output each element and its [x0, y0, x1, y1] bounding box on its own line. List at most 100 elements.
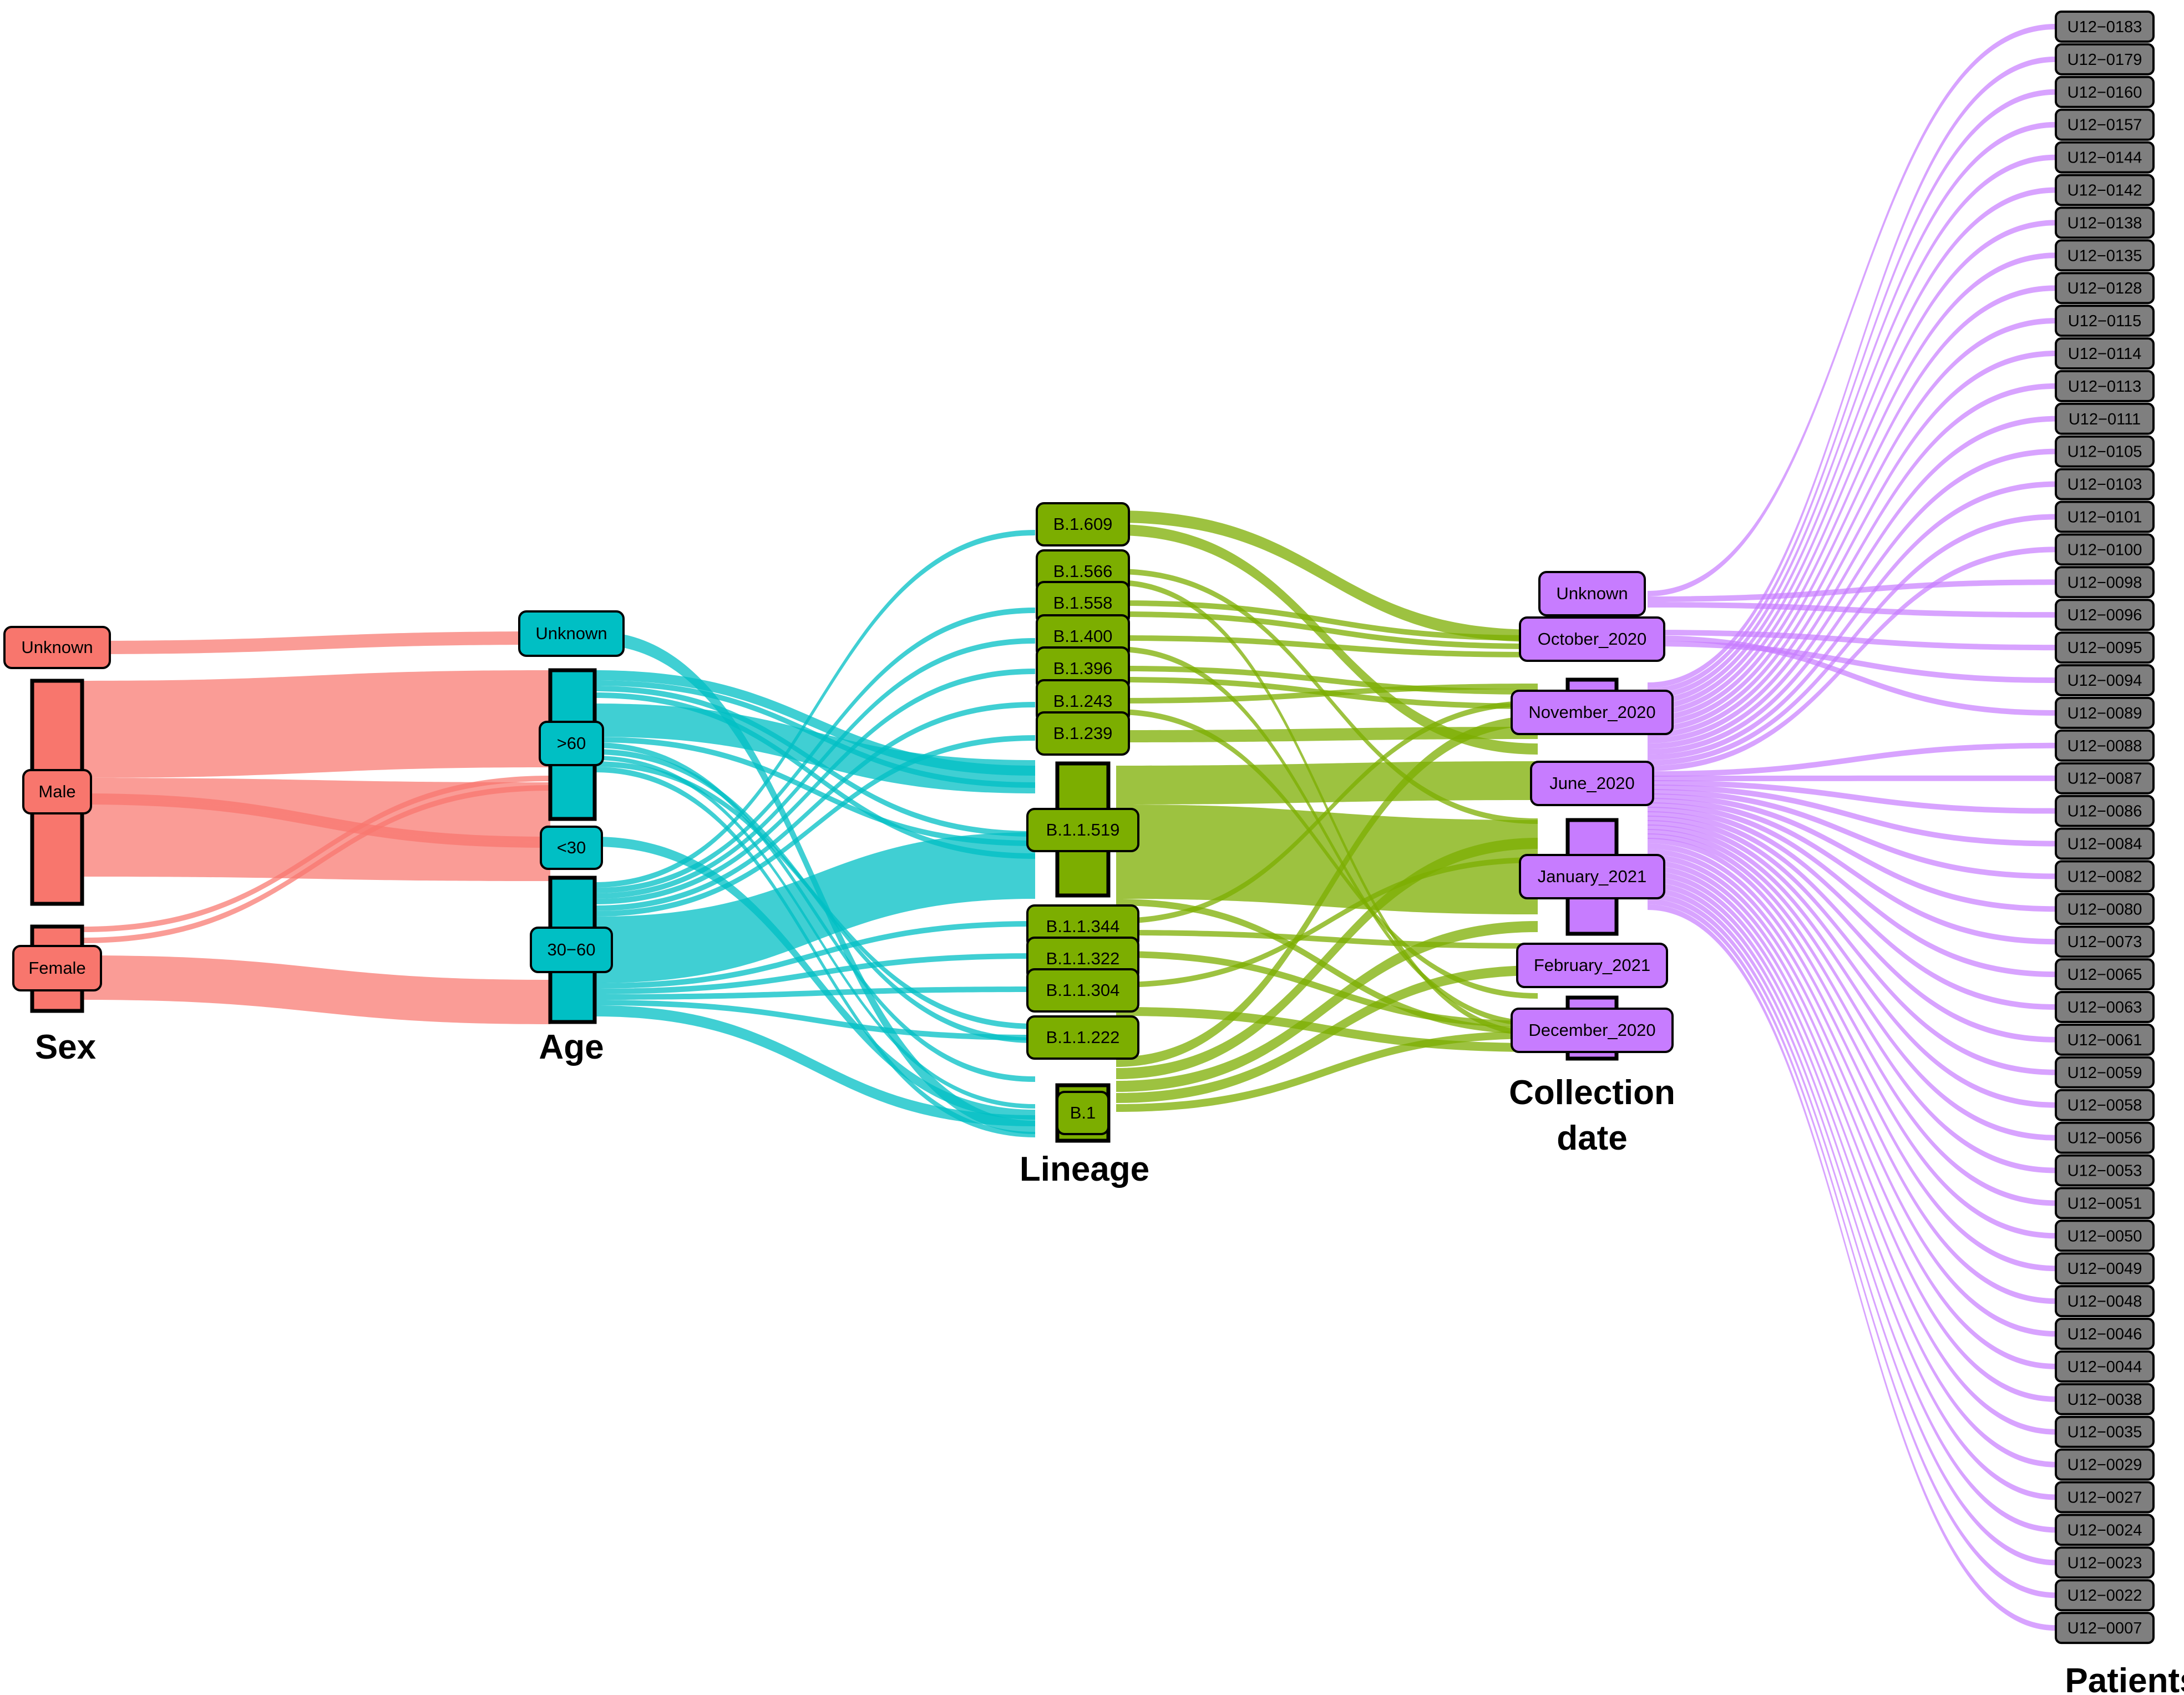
patient-11: U12−0113 [2055, 370, 2155, 402]
node-lineage-11-text: B.1.1.222 [1046, 1028, 1120, 1047]
flow-collection-patient-6 [1648, 56, 2056, 688]
patient-label: U12−0138 [2068, 214, 2142, 232]
patient-box [2055, 631, 2155, 664]
patient-29: U12−0065 [2055, 958, 2155, 991]
flow-lineage-collection-22 [1116, 838, 1538, 1079]
patient-4: U12−0144 [2055, 141, 2155, 174]
node-lineage-0-box [1036, 502, 1130, 547]
patient-28: U12−0073 [2055, 925, 2155, 958]
patient-label: U12−0098 [2068, 574, 2142, 591]
flow-collection-patient-29 [1648, 802, 2056, 978]
patient-box [2055, 500, 2155, 533]
patient-label: U12−0082 [2068, 868, 2142, 886]
flow-collection-patient-18 [1648, 448, 2056, 755]
flow-collection-patient-24 [1648, 780, 2056, 814]
patient-box [2055, 860, 2155, 893]
flow-collection-patient-19 [1648, 481, 2056, 760]
node-lineage-7-box [1026, 808, 1139, 852]
node-collection-2: November_2020 [1511, 690, 1674, 735]
patient-label: U12−0044 [2068, 1358, 2142, 1376]
flow-collection-patient-16 [1648, 383, 2056, 743]
node-age-30-60-label-text: 30−60 [547, 940, 595, 959]
node-sex-female-label-box [12, 945, 102, 991]
patient-22: U12−0088 [2055, 729, 2155, 762]
patient-1: U12−0179 [2055, 43, 2155, 75]
flow-lineage-collection-25 [1116, 1031, 1538, 1112]
node-lineage-0-text: B.1.609 [1053, 514, 1113, 534]
node-age-lt30: <30 [540, 826, 603, 870]
patient-label: U12−0088 [2068, 737, 2142, 755]
node-collection-3-text: June_2020 [1549, 773, 1634, 793]
patient-31: U12−0061 [2055, 1023, 2155, 1056]
patient-16: U12−0100 [2055, 533, 2155, 566]
patient-34: U12−0056 [2055, 1121, 2155, 1154]
patient-box [2055, 566, 2155, 599]
flow-age-lineage-21 [595, 953, 1035, 994]
patient-box [2055, 1481, 2155, 1514]
flow-lineage-collection-24 [1116, 965, 1538, 1103]
patient-box [2055, 991, 2155, 1023]
flow-collection-patient-36 [1648, 833, 2056, 1206]
node-lineage-2-text: B.1.558 [1053, 593, 1113, 613]
node-sex-unknown: Unknown [3, 626, 111, 669]
flow-collection-patient-27 [1648, 793, 2056, 912]
flow-sex-age-3 [82, 793, 550, 842]
patient-6: U12−0138 [2055, 206, 2155, 239]
node-lineage-7-text: B.1.1.519 [1046, 820, 1120, 839]
patient-38: U12−0049 [2055, 1252, 2155, 1285]
node-age-30-60-label-box [530, 927, 613, 973]
flow-sex-age-6 [82, 785, 550, 943]
flow-age-lineage-12 [595, 837, 1035, 1120]
flow-collection-patient-15 [1648, 351, 2056, 738]
patient-box [2055, 958, 2155, 991]
patient-box [2055, 370, 2155, 402]
patient-36: U12−0051 [2055, 1187, 2155, 1220]
node-lineage-12-box [1056, 1091, 1109, 1135]
node-age-lt30-box [540, 826, 603, 870]
patient-27: U12−0080 [2055, 893, 2155, 925]
flow-collection-patient-11 [1648, 220, 2056, 716]
flow-age-lineage-18 [595, 735, 1035, 917]
flow-age-lineage-20 [595, 921, 1035, 989]
flow-collection-patient-31 [1648, 811, 2056, 1043]
patient-37: U12−0050 [2055, 1220, 2155, 1252]
patient-label: U12−0179 [2068, 51, 2142, 69]
patient-30: U12−0063 [2055, 991, 2155, 1023]
flow-collection-patient-23 [1648, 775, 2056, 781]
flow-age-lineage-13 [595, 530, 1035, 888]
flow-collection-patient-49 [1648, 904, 2056, 1631]
patient-18: U12−0096 [2055, 599, 2155, 631]
patient-24: U12−0086 [2055, 795, 2155, 827]
patient-box [2055, 1350, 2155, 1383]
patient-label: U12−0061 [2068, 1031, 2142, 1049]
patient-label: U12−0086 [2068, 803, 2142, 821]
patient-label: U12−0022 [2068, 1587, 2142, 1605]
patient-19: U12−0095 [2055, 631, 2155, 664]
patient-32: U12−0059 [2055, 1056, 2155, 1089]
patient-8: U12−0128 [2055, 272, 2155, 305]
flow-collection-patient-44 [1648, 877, 2056, 1468]
flow-collection-patient-38 [1648, 843, 2056, 1272]
flow-age-lineage-17 [595, 702, 1035, 911]
patient-label: U12−0051 [2068, 1195, 2142, 1212]
flow-lineage-collection-3 [1116, 580, 1538, 1036]
flow-lineage-collection-19 [1116, 857, 1538, 988]
patient-box [2055, 1121, 2155, 1154]
patient-label: U12−0059 [2068, 1064, 2142, 1082]
flow-lineage-collection-10 [1116, 684, 1538, 704]
patient-label: U12−0087 [2068, 770, 2142, 788]
node-age-gt60-label: >60 [539, 721, 604, 766]
node-layer: UnknownMaleFemaleUnknown>60<3030−60B.1.6… [3, 11, 2155, 1645]
node-sex-female-label: Female [12, 945, 102, 991]
patient-box [2055, 1383, 2155, 1415]
patient-box [2055, 435, 2155, 468]
node-lineage-6-box [1036, 711, 1130, 756]
patient-box [2055, 468, 2155, 500]
patient-35: U12−0053 [2055, 1154, 2155, 1187]
axis-title-sex: Sex [35, 1028, 97, 1066]
axis-title-age: Age [539, 1028, 604, 1066]
patient-box [2055, 239, 2155, 272]
axis-title-lineage: Lineage [1020, 1150, 1149, 1188]
flow-age-lineage-15 [595, 638, 1035, 899]
node-sex-male-label-text: Male [38, 782, 75, 801]
